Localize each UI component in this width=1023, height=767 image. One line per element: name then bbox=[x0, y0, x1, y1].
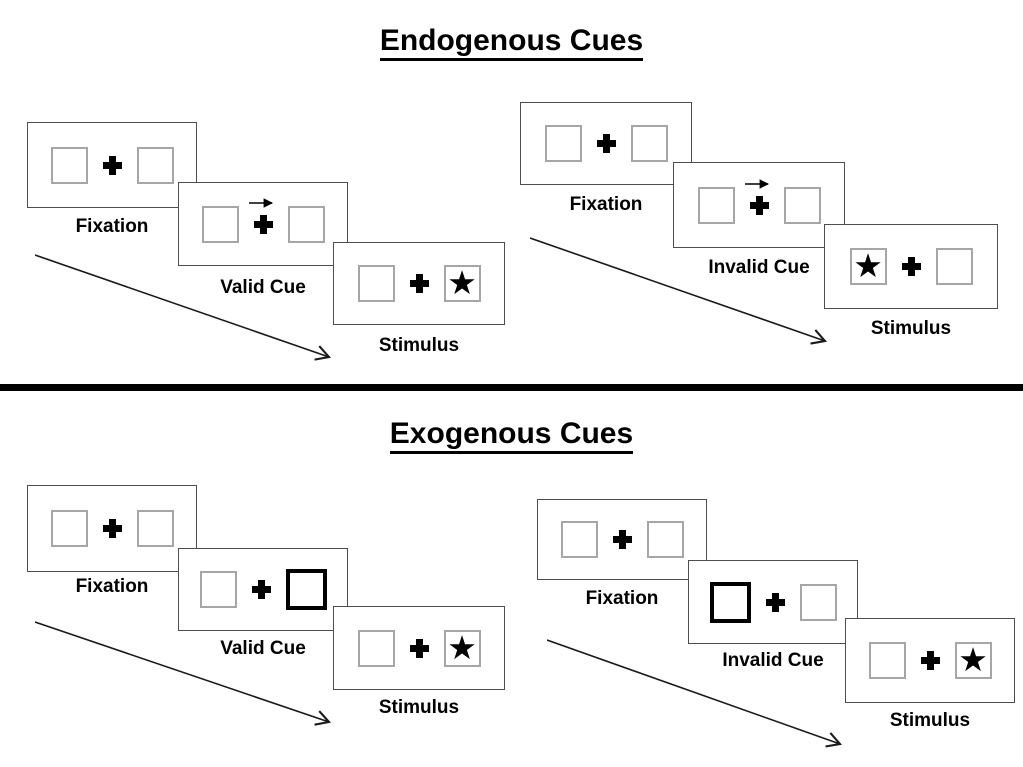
panel-label: Stimulus bbox=[378, 697, 460, 718]
cue-arrow-icon bbox=[744, 178, 769, 189]
left-placeholder-box bbox=[868, 642, 906, 679]
fixation-cross-icon bbox=[409, 274, 429, 293]
left-target-box: ★ bbox=[849, 247, 887, 285]
right-target-box: ★ bbox=[443, 628, 481, 667]
fixation-cross-icon bbox=[612, 530, 632, 549]
endogenous-title: Endogenous Cues bbox=[0, 24, 1023, 61]
fixation-cross-icon bbox=[248, 197, 273, 234]
exogenous-invalid-stimulus-panel: ★ bbox=[845, 618, 1015, 703]
endogenous-valid-stimulus-panel: ★ bbox=[333, 242, 505, 325]
right-placeholder-box bbox=[799, 583, 837, 621]
left-placeholder-box bbox=[697, 186, 735, 224]
endogenous-valid-fixation-panel bbox=[27, 122, 197, 208]
star-stimulus-icon: ★ bbox=[853, 247, 883, 284]
left-placeholder-box bbox=[357, 629, 395, 667]
exogenous-invalid-fixation-panel bbox=[537, 499, 707, 580]
panel-label: Valid Cue bbox=[220, 277, 306, 298]
endogenous-invalid-cue-panel bbox=[673, 162, 845, 248]
fixation-cross-icon bbox=[920, 651, 940, 670]
right-placeholder-box bbox=[136, 510, 174, 547]
fixation-cross-icon bbox=[596, 134, 616, 153]
panel-label: Fixation bbox=[75, 576, 149, 597]
section-divider bbox=[0, 384, 1023, 391]
panel-label: Fixation bbox=[75, 216, 149, 237]
right-target-box: ★ bbox=[443, 264, 481, 302]
left-highlighted-cue-box bbox=[709, 581, 751, 623]
right-placeholder-box bbox=[646, 521, 684, 558]
exogenous-valid-cue-panel bbox=[178, 548, 348, 631]
star-stimulus-icon: ★ bbox=[447, 628, 477, 666]
left-placeholder-box bbox=[357, 265, 395, 302]
panel-label: Stimulus bbox=[870, 318, 952, 339]
timeline-arrow bbox=[547, 639, 842, 748]
fixation-cross-icon bbox=[765, 592, 785, 612]
timeline-arrow bbox=[35, 254, 332, 361]
endogenous-invalid-fixation-panel bbox=[520, 102, 692, 185]
right-placeholder-box bbox=[287, 205, 325, 243]
left-placeholder-box bbox=[50, 146, 88, 184]
exogenous-invalid-cue-panel bbox=[688, 560, 858, 644]
timeline-arrow bbox=[530, 237, 828, 345]
cue-arrow-icon bbox=[248, 197, 273, 208]
exogenous-title: Exogenous Cues bbox=[0, 417, 1023, 454]
panel-label: Invalid Cue bbox=[708, 257, 810, 278]
exogenous-valid-fixation-panel bbox=[27, 485, 197, 572]
exogenous-valid-stimulus-panel: ★ bbox=[333, 606, 505, 690]
timeline-arrow bbox=[35, 621, 332, 726]
right-placeholder-box bbox=[136, 146, 174, 184]
panel-label: Invalid Cue bbox=[722, 650, 824, 671]
panel-label: Stimulus bbox=[378, 335, 460, 356]
right-highlighted-cue-box bbox=[285, 569, 327, 610]
left-placeholder-box bbox=[544, 125, 582, 162]
star-stimulus-icon: ★ bbox=[447, 264, 477, 301]
left-placeholder-box bbox=[50, 510, 88, 547]
left-placeholder-box bbox=[201, 205, 239, 243]
panel-label: Stimulus bbox=[889, 710, 971, 731]
right-target-box: ★ bbox=[954, 641, 992, 679]
panel-label: Fixation bbox=[585, 588, 659, 609]
fixation-cross-icon bbox=[102, 155, 122, 175]
panel-label: Fixation bbox=[569, 194, 643, 215]
fixation-cross-icon bbox=[744, 178, 769, 215]
endogenous-valid-cue-panel bbox=[178, 182, 348, 266]
endogenous-invalid-stimulus-panel: ★ bbox=[824, 224, 998, 309]
left-placeholder-box bbox=[199, 571, 237, 608]
right-placeholder-box bbox=[935, 248, 973, 285]
fixation-cross-icon bbox=[251, 580, 271, 599]
left-placeholder-box bbox=[560, 521, 598, 558]
right-placeholder-box bbox=[630, 125, 668, 162]
star-stimulus-icon: ★ bbox=[958, 641, 988, 678]
fixation-cross-icon bbox=[901, 257, 921, 276]
panel-label: Valid Cue bbox=[220, 638, 306, 659]
fixation-cross-icon bbox=[409, 638, 429, 658]
right-placeholder-box bbox=[783, 186, 821, 224]
fixation-cross-icon bbox=[102, 519, 122, 538]
